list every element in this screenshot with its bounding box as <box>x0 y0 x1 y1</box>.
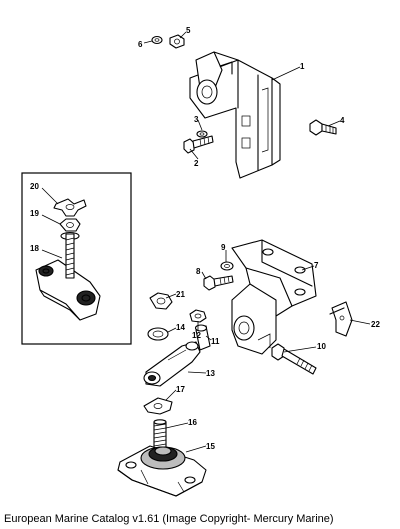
callout-15: 15 <box>206 442 215 451</box>
part-18-stud-plate <box>35 233 101 321</box>
callout-6: 6 <box>138 40 143 49</box>
callout-19: 19 <box>30 209 39 218</box>
part-17-retainer <box>143 397 173 415</box>
callout-9: 9 <box>221 243 226 252</box>
part-7-lower-bracket <box>231 239 317 355</box>
part-12-nut <box>189 309 207 323</box>
exploded-parts-diagram: 1 2 3 4 5 6 7 8 9 10 11 12 13 14 15 16 1… <box>21 26 380 497</box>
callout-20: 20 <box>30 182 39 191</box>
callout-17: 17 <box>176 385 185 394</box>
part-4-bolt <box>309 119 337 136</box>
part-2-bolt <box>183 135 214 154</box>
callout-3: 3 <box>194 115 199 124</box>
callout-2: 2 <box>194 159 199 168</box>
part-10-bolt <box>271 343 317 375</box>
callout-13: 13 <box>206 369 215 378</box>
callout-22: 22 <box>371 320 380 329</box>
part-1-upper-bracket <box>189 51 281 179</box>
callout-12: 12 <box>192 331 201 340</box>
callout-18: 18 <box>30 244 39 253</box>
callout-7: 7 <box>314 261 319 270</box>
part-20-retainer <box>53 198 87 217</box>
callout-4: 4 <box>340 116 345 125</box>
callout-labels: 1 2 3 4 5 6 7 8 9 10 11 12 13 14 15 16 1… <box>30 26 380 451</box>
callout-21: 21 <box>176 290 185 299</box>
callout-14: 14 <box>176 323 185 332</box>
inset-box <box>21 172 132 345</box>
part-5-nut <box>169 34 185 49</box>
callout-11: 11 <box>211 337 220 346</box>
part-9-washer <box>220 261 234 271</box>
callout-16: 16 <box>188 418 197 427</box>
part-14-washer <box>147 327 169 341</box>
callout-8: 8 <box>196 267 201 276</box>
leader-lines <box>41 31 371 453</box>
part-6-washer <box>151 35 163 45</box>
callout-1: 1 <box>300 62 305 71</box>
image-caption: European Marine Catalog v1.61 (Image Cop… <box>4 513 334 525</box>
part-16-stud <box>153 419 167 451</box>
part-8-bolt <box>203 275 234 291</box>
part-3-lock-washer <box>196 130 208 138</box>
part-15-mount-base <box>117 445 207 497</box>
callout-5: 5 <box>186 26 191 35</box>
part-22-clip <box>329 301 353 337</box>
part-21-nut <box>149 292 173 310</box>
part-13-link-arm <box>143 341 201 387</box>
callout-10: 10 <box>317 342 326 351</box>
